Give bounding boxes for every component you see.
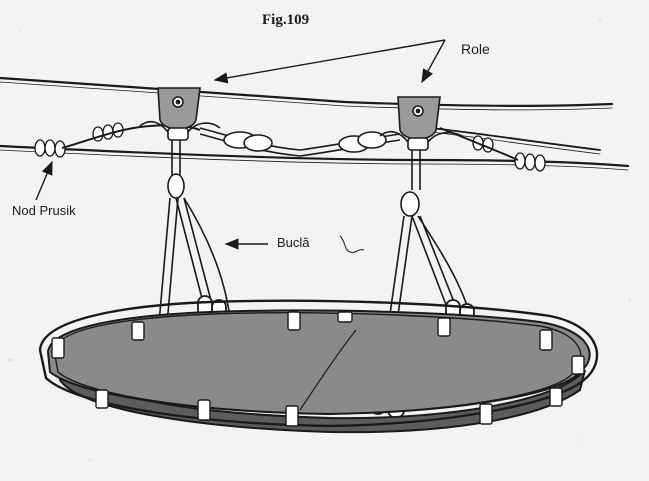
label-arrows <box>35 39 446 250</box>
basket-rim-inner <box>53 312 582 415</box>
pulley-right <box>379 96 463 151</box>
cables <box>0 76 630 171</box>
basket-floor <box>46 309 591 416</box>
pulley-left <box>139 87 221 141</box>
lower-cable <box>0 144 630 168</box>
squiggle-mark <box>339 235 365 253</box>
hanger-right <box>377 150 473 401</box>
label-nod-prusik: Nod Prusik <box>12 203 76 218</box>
prusik-knot-right <box>439 127 546 172</box>
arrow-role-left <box>213 39 446 84</box>
upper-cable <box>0 76 614 108</box>
basket-bottom <box>59 357 586 434</box>
figure-title: Fig.109 <box>262 12 310 28</box>
basket-rim-outer <box>38 299 599 428</box>
label-bucla: Buclă <box>277 235 310 250</box>
connecting-rope <box>149 124 401 157</box>
paper-noise <box>8 18 632 462</box>
arrow-nod-prusik <box>35 160 53 201</box>
label-role: Role <box>461 41 490 57</box>
hanger-left <box>153 140 231 383</box>
rescue-basket <box>38 299 599 434</box>
arrow-role-right <box>421 39 446 84</box>
prusik-knot-left <box>34 122 151 158</box>
